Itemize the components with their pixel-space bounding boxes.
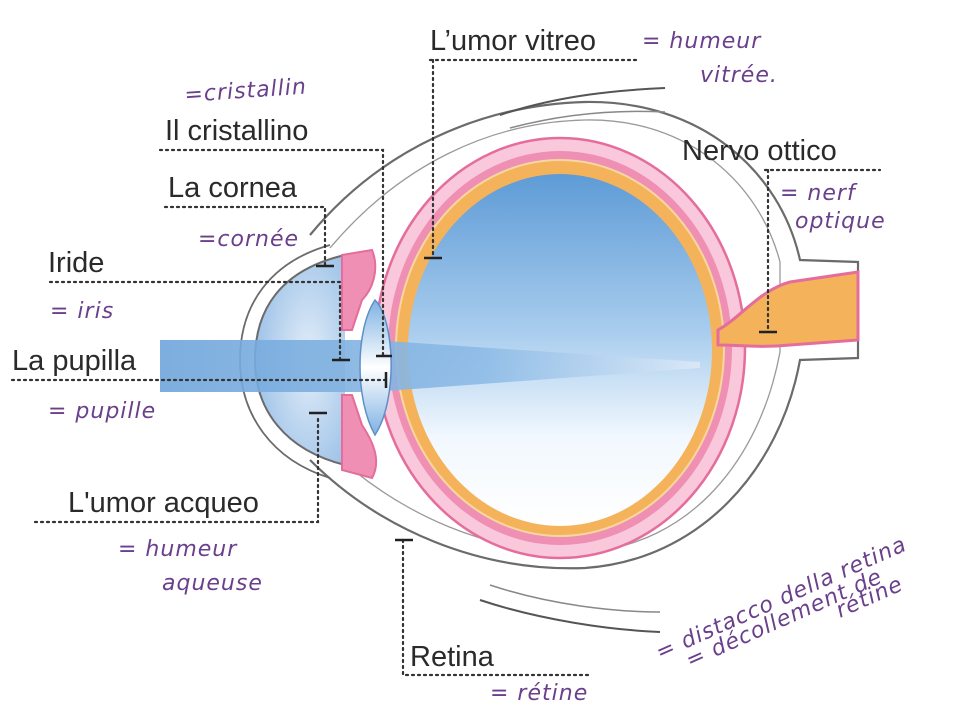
label-cristallino: Il cristallino xyxy=(165,115,308,147)
hand-cornee: =cornée xyxy=(198,227,299,252)
label-cornea: La cornea xyxy=(168,172,298,204)
hand-humeur-vitree-2: vitrée. xyxy=(700,63,778,88)
label-iride: Iride xyxy=(48,247,104,279)
label-umor-vitreo: L’umor vitreo xyxy=(430,25,596,57)
hand-nerf-2: optique xyxy=(795,209,886,234)
hand-pupille: = pupille xyxy=(48,399,156,424)
hand-humeur-aqueuse-2: aqueuse xyxy=(162,571,263,596)
label-umor-acqueo: L'umor acqueo xyxy=(68,487,259,519)
hand-iris: = iris xyxy=(50,299,114,324)
hand-humeur-vitree-1: = humeur xyxy=(642,29,762,54)
label-pupilla: La pupilla xyxy=(12,345,137,377)
label-nervo-ottico: Nervo ottico xyxy=(682,135,837,167)
hand-cristallin: =cristallin xyxy=(184,74,308,107)
hand-humeur-aqueuse-1: = humeur xyxy=(118,537,238,562)
muscle-bottom-2 xyxy=(490,585,660,612)
hand-nerf-1: = nerf xyxy=(780,181,858,206)
hand-retine: = rétine xyxy=(490,681,588,706)
label-retina: Retina xyxy=(410,641,495,673)
